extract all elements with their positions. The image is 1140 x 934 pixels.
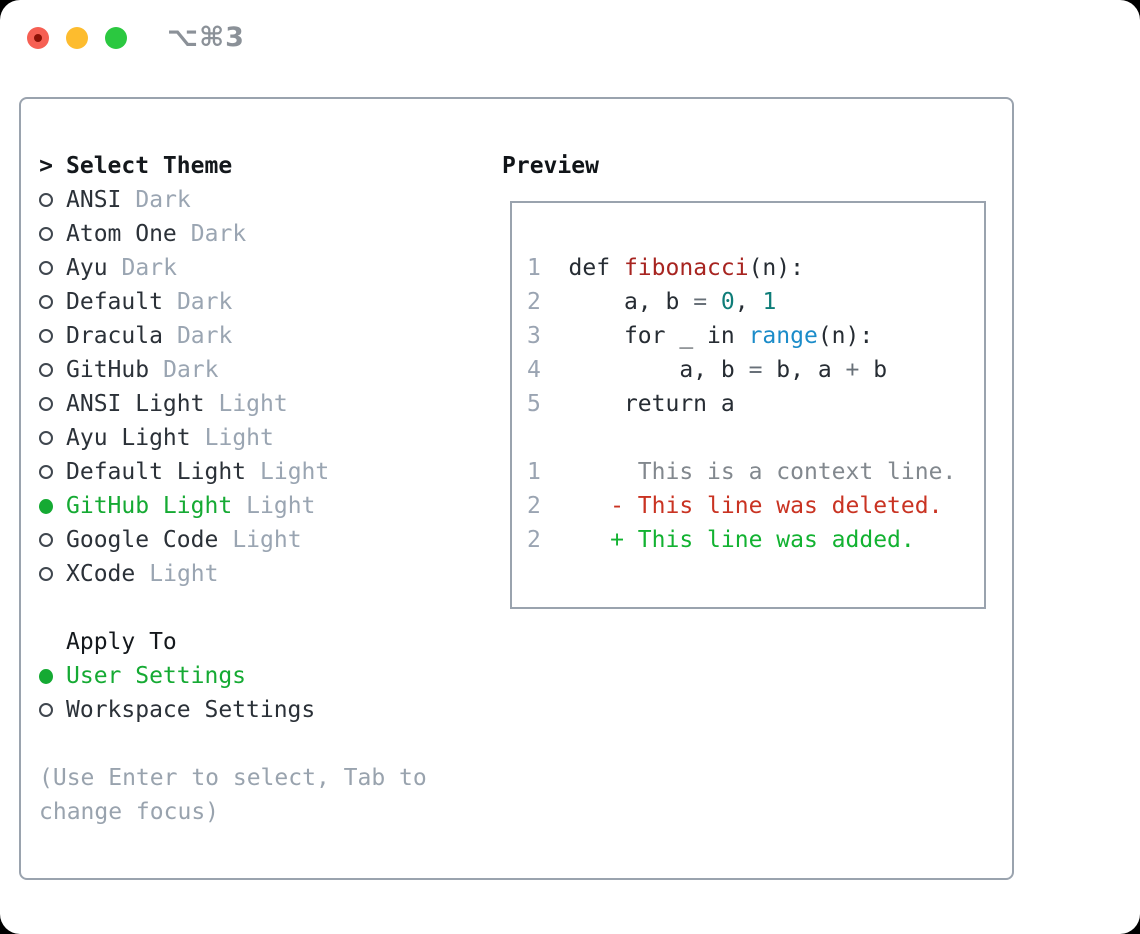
theme-option-dracula[interactable]: Dracula Dark	[39, 319, 427, 353]
theme-name: GitHub	[66, 357, 150, 383]
theme-option-google-code[interactable]: Google Code Light	[39, 523, 427, 557]
radio-icon	[39, 295, 53, 309]
theme-options-list: ANSI Dark Atom One Dark Ayu Dark Default…	[39, 183, 427, 591]
theme-name: Default	[66, 289, 163, 315]
close-button[interactable]	[27, 27, 49, 49]
code-line: 4 a, b = b, a + b	[527, 357, 888, 383]
theme-variant-tag: Dark	[176, 323, 233, 349]
theme-option-github-light[interactable]: GitHub Light Light	[39, 489, 427, 523]
radio-icon	[39, 329, 53, 343]
minimize-button[interactable]	[66, 27, 88, 49]
code-line: 2 + This line was added.	[527, 527, 915, 553]
line-number: 1	[527, 459, 541, 485]
apply-to-header: Apply To	[39, 625, 427, 659]
help-text-line-2: change focus)	[39, 799, 220, 825]
theme-option-default[interactable]: Default Dark	[39, 285, 427, 319]
theme-name: GitHub Light	[66, 493, 233, 519]
radio-icon	[39, 261, 53, 275]
apply-option-workspace-settings[interactable]: Workspace Settings	[39, 693, 427, 727]
line-number: 5	[527, 391, 541, 417]
radio-icon	[39, 363, 53, 377]
window-title: ⌥⌘3	[167, 22, 245, 53]
theme-variant-tag: Light	[149, 561, 219, 587]
theme-name: Ayu	[66, 255, 108, 281]
theme-variant-tag: Dark	[163, 357, 219, 383]
prompt-caret-icon: >	[39, 153, 53, 179]
spacer	[39, 591, 427, 625]
maximize-button[interactable]	[105, 27, 127, 49]
close-dot-icon	[34, 34, 42, 42]
radio-selected-icon	[39, 668, 53, 684]
radio-icon	[39, 533, 53, 547]
line-number: 2	[527, 289, 541, 315]
theme-name: Ayu Light	[66, 425, 191, 451]
theme-name: Dracula	[66, 323, 163, 349]
theme-option-ansi[interactable]: ANSI Dark	[39, 183, 427, 217]
apply-to-header-label: Apply To	[66, 629, 177, 655]
theme-picker-panel: > Select Theme ANSI Dark Atom One Dark A…	[19, 97, 1014, 880]
theme-name: Atom One	[66, 221, 177, 247]
theme-variant-tag: Light	[204, 425, 274, 451]
theme-name: XCode	[66, 561, 136, 587]
select-theme-header-label: Select Theme	[66, 153, 233, 179]
code-line	[527, 421, 984, 455]
spacer	[39, 727, 427, 761]
line-number: 2	[527, 527, 541, 553]
apply-option-user-settings[interactable]: User Settings	[39, 659, 427, 693]
code-line: 3 for _ in range(n):	[527, 323, 874, 349]
apply-options-list: User Settings Workspace Settings	[39, 659, 427, 727]
apply-option-label: User Settings	[66, 663, 247, 689]
theme-option-default-light[interactable]: Default Light Light	[39, 455, 427, 489]
line-number: 2	[527, 493, 541, 519]
theme-option-ansi-light[interactable]: ANSI Light Light	[39, 387, 427, 421]
theme-name: ANSI	[66, 187, 122, 213]
radio-icon	[39, 567, 53, 581]
radio-icon	[39, 465, 53, 479]
apply-option-label: Workspace Settings	[66, 697, 316, 723]
line-number: 4	[527, 357, 541, 383]
select-theme-header: > Select Theme	[39, 149, 427, 183]
radio-icon	[39, 431, 53, 445]
code-line: 1 def fibonacci(n):	[527, 255, 804, 281]
theme-variant-tag: Dark	[121, 255, 177, 281]
theme-option-atom-one[interactable]: Atom One Dark	[39, 217, 427, 251]
theme-option-ayu-light[interactable]: Ayu Light Light	[39, 421, 427, 455]
theme-variant-tag: Dark	[190, 221, 247, 247]
code-line: 5 return a	[527, 391, 735, 417]
line-number: 1	[527, 255, 541, 281]
theme-variant-tag: Dark	[176, 289, 233, 315]
theme-variant-tag: Dark	[135, 187, 191, 213]
theme-option-github[interactable]: GitHub Dark	[39, 353, 427, 387]
theme-variant-tag: Light	[246, 493, 316, 519]
radio-selected-icon	[39, 498, 53, 514]
theme-option-xcode[interactable]: XCode Light	[39, 557, 427, 591]
help-text-line-1: (Use Enter to select, Tab to	[39, 765, 427, 791]
radio-icon	[39, 397, 53, 411]
theme-list-column: > Select Theme ANSI Dark Atom One Dark A…	[39, 149, 427, 829]
theme-name: Default Light	[66, 459, 247, 485]
theme-name: ANSI Light	[66, 391, 205, 417]
code-line: 2 a, b = 0, 1	[527, 289, 777, 315]
radio-icon	[39, 193, 53, 207]
preview-pane: 1 def fibonacci(n): 2 a, b = 0, 1 3 for …	[510, 201, 986, 609]
theme-variant-tag: Light	[232, 527, 302, 553]
theme-variant-tag: Light	[260, 459, 330, 485]
theme-name: Google Code	[66, 527, 219, 553]
theme-variant-tag: Light	[218, 391, 288, 417]
radio-icon	[39, 227, 53, 241]
code-line: 1 This is a context line.	[527, 459, 957, 485]
preview-title: Preview	[502, 153, 599, 179]
line-number: 3	[527, 323, 541, 349]
radio-icon	[39, 703, 53, 717]
code-line: 2 - This line was deleted.	[527, 493, 943, 519]
theme-option-ayu[interactable]: Ayu Dark	[39, 251, 427, 285]
